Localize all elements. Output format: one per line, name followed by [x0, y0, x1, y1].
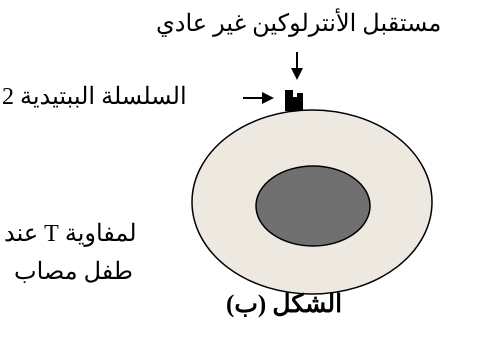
cell-caption-line1: لمفاوية T عند	[4, 221, 137, 247]
receptor-arrow-head	[291, 68, 303, 80]
figure-caption: الشكل (ب)	[226, 291, 343, 318]
peptide-chain-label: السلسلة الببتيدية 2	[2, 84, 187, 110]
abnormal-receptor	[285, 90, 303, 111]
chain-arrow-head	[262, 92, 274, 104]
cell-caption-line2: طفل مصاب	[14, 259, 133, 285]
receptor-label: مستقبل الأنترلوكين غير عادي	[156, 11, 442, 37]
cell-nucleus	[255, 165, 371, 247]
